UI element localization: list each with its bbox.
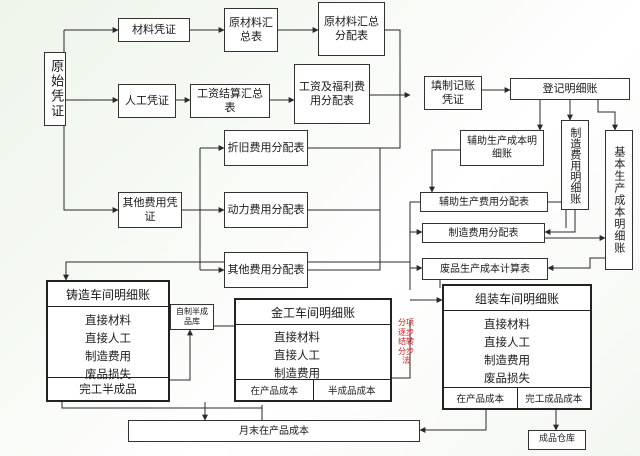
aux-production-ledger-box: 辅助生产成本明细账 [460, 130, 544, 166]
material-allocation-label: 原材料汇总分配表 [324, 14, 379, 42]
assembly-item-scrap-loss: 废品损失 [484, 371, 530, 385]
register-ledgers-box: 登记明细账 [510, 78, 630, 100]
assembly-item-direct-labor: 直接人工 [484, 335, 530, 349]
casting-item-overhead: 制造费用 [85, 349, 131, 363]
depreciation-allocation-box: 折旧费用分配表 [224, 130, 308, 166]
scrap-cost-table-box: 废品生产成本计算表 [422, 258, 548, 280]
register-ledgers-label: 登记明细账 [542, 81, 598, 95]
semi-finished-store-label: 自制半成品库 [176, 307, 208, 326]
source-voucher-box: 原始凭证 [44, 52, 66, 126]
overhead-ledger-box: 制造费用明细账 [561, 120, 589, 210]
depreciation-allocation-label: 折旧费用分配表 [227, 140, 305, 154]
power-allocation-box: 动力费用分配表 [224, 192, 308, 228]
machining-footer-wip: 在产品成本 [250, 386, 298, 397]
overhead-allocation-table-box: 制造费用分配表 [422, 223, 545, 243]
casting-workshop-title: 铸造车间明细账 [48, 282, 168, 307]
material-summary-label: 原材料汇总表 [229, 15, 273, 43]
machining-item-direct-labor: 直接人工 [274, 348, 320, 362]
scrap-cost-table-label: 废品生产成本计算表 [440, 263, 530, 275]
machining-workshop-ledger: 金工车间明细账 直接材料 直接人工 制造费用 在产品成本 半成品成本 [234, 298, 392, 402]
semi-finished-store-box: 自制半成品库 [170, 304, 214, 330]
bookkeeping-voucher-box: 填制记账凭证 [424, 76, 482, 110]
assembly-footer-wip: 在产品成本 [456, 394, 504, 405]
assembly-item-overhead: 制造费用 [484, 353, 530, 367]
assembly-workshop-title: 组装车间明细账 [444, 286, 590, 311]
casting-item-direct-labor: 直接人工 [85, 331, 131, 345]
casting-item-direct-materials: 直接材料 [85, 313, 131, 327]
other-allocation-box: 其他费用分配表 [224, 252, 308, 288]
aux-allocation-table-box: 辅助生产费用分配表 [420, 192, 548, 212]
basic-production-ledger-label: 基本生产成本明细账 [612, 146, 626, 254]
source-voucher-label: 原始凭证 [48, 59, 64, 119]
machining-item-overhead: 制造费用 [274, 366, 320, 380]
aux-production-ledger-label: 辅助生产成本明细账 [467, 136, 537, 160]
labor-voucher-box: 人工凭证 [118, 84, 176, 118]
other-allocation-label: 其他费用分配表 [227, 262, 305, 276]
casting-workshop-ledger: 铸造车间明细账 直接材料 直接人工 制造费用 废品损失 完工半成品 [46, 280, 170, 402]
wage-summary-box: 工资结算汇总表 [190, 84, 270, 118]
finished-goods-store-box: 成品仓库 [528, 430, 586, 450]
wage-allocation-label: 工资及福利费用分配表 [299, 79, 365, 107]
bookkeeping-voucher-label: 填制记账凭证 [431, 78, 475, 106]
assembly-workshop-ledger: 组装车间明细账 直接材料 直接人工 制造费用 废品损失 在产品成本 完工成品成本 [442, 284, 592, 410]
labor-voucher-label: 人工凭证 [125, 93, 169, 107]
wage-allocation-box: 工资及福利费用分配表 [294, 64, 370, 124]
assembly-item-direct-materials: 直接材料 [484, 317, 530, 331]
material-voucher-box: 材料凭证 [118, 18, 190, 42]
machining-item-direct-materials: 直接材料 [274, 330, 320, 344]
overhead-allocation-table-label: 制造费用分配表 [448, 227, 519, 239]
wip-month-end-box: 月末在产品成本 [128, 420, 420, 442]
casting-footer-semi-finished: 完工半成品 [79, 382, 137, 396]
material-allocation-box: 原材料汇总分配表 [318, 2, 385, 56]
assembly-footer-finished: 完工成品成本 [516, 388, 591, 408]
material-summary-box: 原材料汇总表 [224, 8, 278, 52]
other-voucher-box: 其他费用凭证 [118, 192, 182, 228]
power-allocation-label: 动力费用分配表 [227, 202, 305, 216]
aux-allocation-table-label: 辅助生产费用分配表 [439, 196, 529, 208]
finished-goods-store-label: 成品仓库 [538, 434, 575, 445]
basic-production-ledger-box: 基本生产成本明细账 [605, 130, 633, 270]
material-voucher-label: 材料凭证 [132, 22, 176, 36]
machining-footer-semi: 半成品成本 [312, 380, 391, 400]
overhead-ledger-label: 制造费用明细账 [568, 126, 582, 204]
wip-month-end-label: 月末在产品成本 [239, 425, 309, 437]
machining-workshop-title: 金工车间明细账 [236, 300, 390, 325]
method-annotation: 分项逐步结转分步法 [398, 318, 414, 366]
other-voucher-label: 其他费用凭证 [122, 195, 178, 223]
wage-summary-label: 工资结算汇总表 [197, 86, 263, 114]
